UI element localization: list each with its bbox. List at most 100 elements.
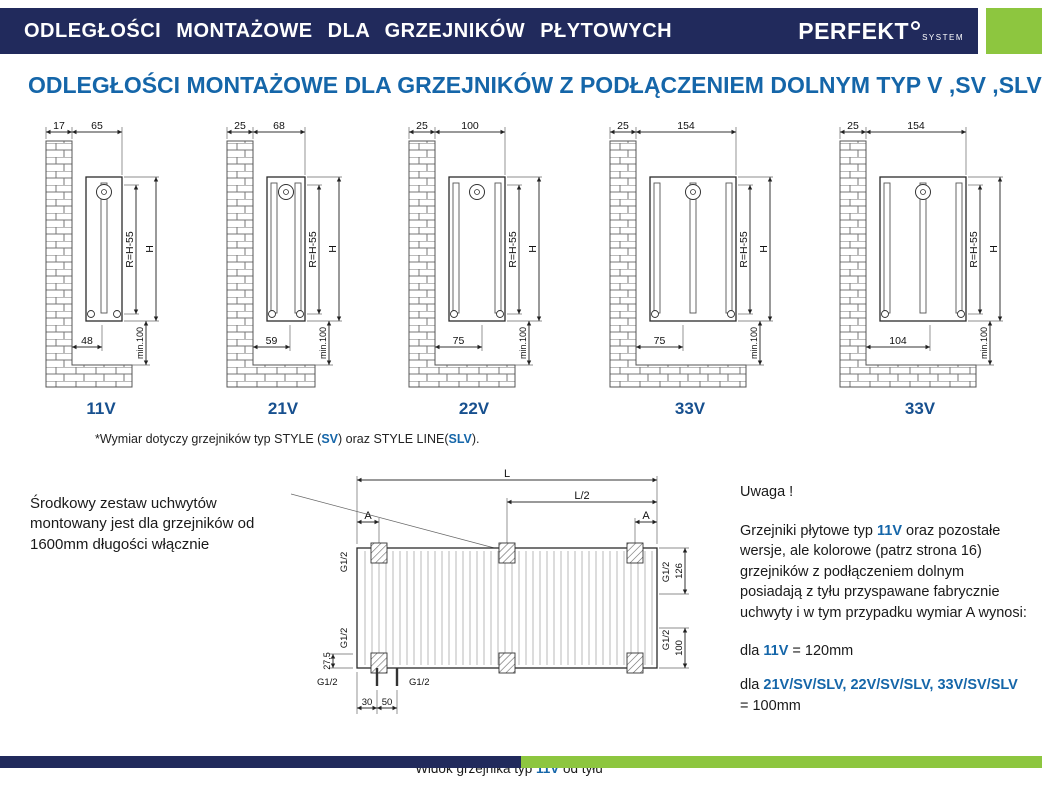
- valve-circle: [268, 311, 275, 318]
- dim-label: min.100: [318, 327, 328, 359]
- dim-label: min.100: [135, 327, 145, 359]
- dim-label: H: [144, 245, 156, 253]
- dim-label: G1/2: [317, 677, 338, 688]
- dim-label: G1/2: [339, 628, 350, 649]
- valve-circle: [497, 311, 504, 318]
- dim-label: 17: [53, 120, 65, 132]
- dim-label: A: [364, 510, 372, 522]
- mounting-bracket: [371, 653, 387, 673]
- green-accent-block: [986, 8, 1042, 54]
- bottom-bar-navy: [0, 756, 521, 768]
- dim-label: 48: [81, 335, 93, 347]
- valve-circle: [88, 311, 95, 318]
- logo-text: PERFEKT: [798, 20, 909, 43]
- dim-label: 75: [453, 335, 465, 347]
- logo-subtext: SYSTEM: [922, 34, 964, 42]
- bottom-section: Środkowy zestaw uchwytów montowany jest …: [0, 446, 1042, 790]
- diagram-type-label: 21V: [267, 399, 298, 418]
- vent-circle: [470, 185, 485, 200]
- dim-label: 100: [674, 640, 685, 656]
- dim-label: 154: [907, 120, 925, 132]
- warning-paragraph: Grzejniki płytowe typ 11V oraz pozostałe…: [740, 521, 1028, 624]
- dim-label: 154: [677, 120, 695, 132]
- dim-a-types: 21V/SV/SLV, 22V/SV/SLV, 33V/SV/SLV: [763, 677, 1017, 693]
- dim-label: 104: [889, 335, 907, 347]
- dim-label: R=H-55: [307, 231, 319, 268]
- mounting-bracket: [627, 653, 643, 673]
- dim-label: G1/2: [661, 630, 672, 651]
- dim-label: R=H-55: [124, 231, 136, 268]
- leader-line: [291, 494, 502, 550]
- dim-label: 50: [382, 697, 393, 708]
- dim-label: G1/2: [339, 552, 350, 573]
- dim-label: H: [758, 245, 770, 253]
- dim-label: A: [642, 510, 650, 522]
- dim-label: R=H-55: [507, 231, 519, 268]
- warning-text: Grzejniki płytowe typ: [740, 523, 877, 539]
- vent-circle: [278, 185, 293, 200]
- dim-label: R=H-55: [738, 231, 750, 268]
- section-title: ODLEGŁOŚCI MONTAŻOWE DLA GRZEJNIKÓW Z PO…: [0, 72, 1042, 99]
- dim-label: L/2: [574, 490, 589, 502]
- dim-label: 75: [653, 335, 665, 347]
- dim-a-11v: dla 11V = 120mm: [740, 641, 1028, 662]
- mounting-bracket: [627, 543, 643, 563]
- valve-circle: [451, 311, 458, 318]
- dim-label: min.100: [518, 327, 528, 359]
- top-header-bar: ODLEGŁOŚCI MONTAŻOWE DLA GRZEJNIKÓW PŁYT…: [0, 8, 978, 54]
- diagram-type-label: 33V: [674, 399, 705, 418]
- dim-label: 126: [674, 563, 685, 579]
- bottom-bar: [0, 756, 1042, 768]
- dim-a-type: 11V: [763, 643, 788, 659]
- dim-label: 65: [91, 120, 103, 132]
- footnote: *Wymiar dotyczy grzejników typ STYLE (SV…: [95, 432, 1042, 446]
- dim-label: 30: [362, 697, 373, 708]
- valve-circle: [114, 311, 121, 318]
- dim-label: H: [527, 245, 539, 253]
- mounting-bracket: [499, 653, 515, 673]
- diagram-type-label: 22V: [459, 399, 490, 418]
- dim-label: 59: [265, 335, 277, 347]
- footnote-text: ) oraz STYLE LINE(: [338, 432, 448, 446]
- dim-label: G1/2: [409, 677, 430, 688]
- main-title: ODLEGŁOŚCI MONTAŻOWE DLA GRZEJNIKÓW PŁYT…: [24, 20, 672, 43]
- dim-label: min.100: [979, 327, 989, 359]
- footnote-slv: SLV: [448, 432, 471, 446]
- warning-type: 11V: [877, 523, 902, 539]
- diagram-type-label: 11V: [86, 399, 116, 418]
- dim-label: L: [504, 468, 510, 480]
- dim-label: R=H-55: [968, 231, 980, 268]
- right-note: Uwaga ! Grzejniki płytowe typ 11V oraz p…: [732, 456, 1032, 790]
- vent-circle: [97, 185, 112, 200]
- bottom-bar-green: [521, 756, 1042, 768]
- dim-label: 25: [416, 120, 428, 132]
- dim-label: 27,5: [322, 652, 332, 670]
- dim-a-other: dla 21V/SV/SLV, 22V/SV/SLV, 33V/SV/SLV =…: [740, 675, 1028, 716]
- warning-title: Uwaga !: [740, 482, 1028, 503]
- mounting-bracket: [371, 543, 387, 563]
- vent-circle: [685, 185, 700, 200]
- footnote-text: ).: [472, 432, 480, 446]
- valve-circle: [651, 311, 658, 318]
- footnote-text: *Wymiar dotyczy grzejników typ STYLE (: [95, 432, 321, 446]
- dim-label: 25: [847, 120, 859, 132]
- valve-circle: [727, 311, 734, 318]
- dim-label: 25: [617, 120, 629, 132]
- dim-label: 100: [461, 120, 479, 132]
- left-note: Środkowy zestaw uchwytów montowany jest …: [30, 494, 270, 790]
- section-header: ODLEGŁOŚCI MONTAŻOWE DLA GRZEJNIKÓW Z PO…: [0, 60, 1042, 110]
